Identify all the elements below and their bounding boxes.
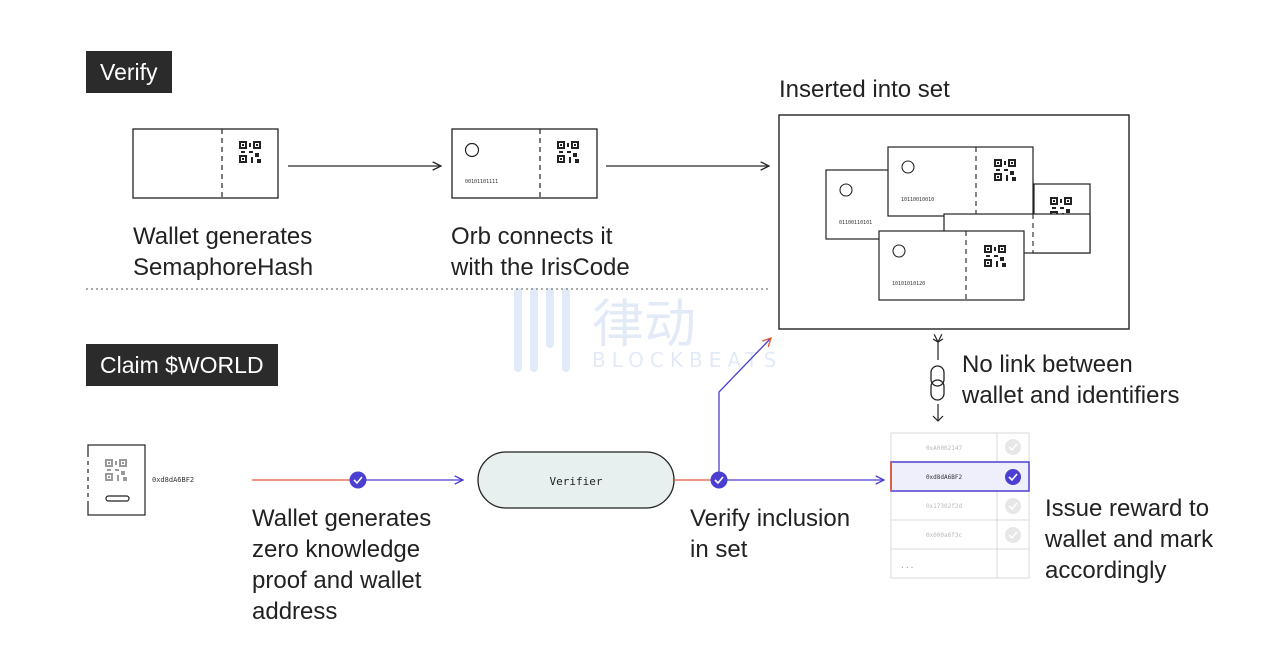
set-card-e: 10101010120 (878, 230, 1025, 301)
wallet-address: 0xd8dA6BF2 (152, 476, 194, 484)
check-icon (1005, 527, 1021, 543)
wallet-device (87, 444, 146, 516)
verifier-label: Verifier (550, 475, 603, 488)
semaphore-hash-card (132, 128, 279, 199)
no-link-indicator (930, 339, 945, 422)
svg-text:10101010120: 10101010120 (892, 281, 925, 287)
table-row: 0xA0002147 (926, 439, 1021, 455)
check-icon (1005, 469, 1021, 485)
check-icon (1005, 498, 1021, 514)
verify-up-line (718, 338, 771, 480)
reward-table: 0xA0002147 0xd8dA6BF2 0x17302f2d 0x000a6… (890, 432, 1030, 579)
verify-section-tag: Verify (86, 51, 172, 93)
wallet-button-icon (105, 495, 130, 502)
svg-text:0xd8dA6BF2: 0xd8dA6BF2 (926, 474, 963, 481)
svg-text:0x000a6f3c: 0x000a6f3c (926, 532, 963, 539)
svg-text:10110010010: 10110010010 (901, 197, 934, 203)
orb-card-code: 00101101111 (465, 179, 498, 185)
svg-text:0xA0002147: 0xA0002147 (926, 445, 963, 452)
table-row: 0x17302f2d (926, 498, 1021, 514)
caption-verify-inclusion: Verify inclusion in set (690, 505, 851, 563)
svg-text:01100110101: 01100110101 (839, 220, 872, 226)
broken-link-icon (930, 365, 945, 387)
caption-wallet-generates-proof: Wallet generates zero knowledge proof an… (252, 505, 432, 625)
table-row: 0x000a6f3c (926, 527, 1021, 543)
caption-orb-connects: Orb connects it with the IrisCode (451, 223, 630, 281)
watermark-en-text: BLOCKBEATS (592, 348, 783, 372)
table-row-highlighted: 0xd8dA6BF2 (890, 461, 1030, 492)
verify-check-icon (710, 471, 728, 489)
claim-section-tag: Claim $WORLD (86, 344, 278, 386)
caption-wallet-generates-hash: Wallet generates SemaphoreHash (133, 223, 314, 281)
caption-issue-reward: Issue reward to wallet and mark accordin… (1045, 495, 1214, 584)
iris-icon (464, 142, 480, 158)
iris-code-card: 00101101111 (451, 128, 598, 199)
svg-text:0x17302f2d: 0x17302f2d (926, 503, 963, 510)
caption-no-link: No link between wallet and identifiers (962, 351, 1180, 409)
table-row: ... (900, 561, 914, 570)
check-icon (1005, 439, 1021, 455)
watermark-cn-text: 律动 (592, 295, 697, 355)
caption-inserted-into-set: Inserted into set (779, 76, 950, 103)
blockbeats-watermark: 律动 BLOCKBEATS (510, 282, 776, 377)
set-card-b: 10110010010 (887, 146, 1034, 217)
blockbeats-logo-icon (514, 288, 570, 372)
proof-check-icon (349, 471, 367, 489)
svg-text:...: ... (900, 561, 914, 570)
